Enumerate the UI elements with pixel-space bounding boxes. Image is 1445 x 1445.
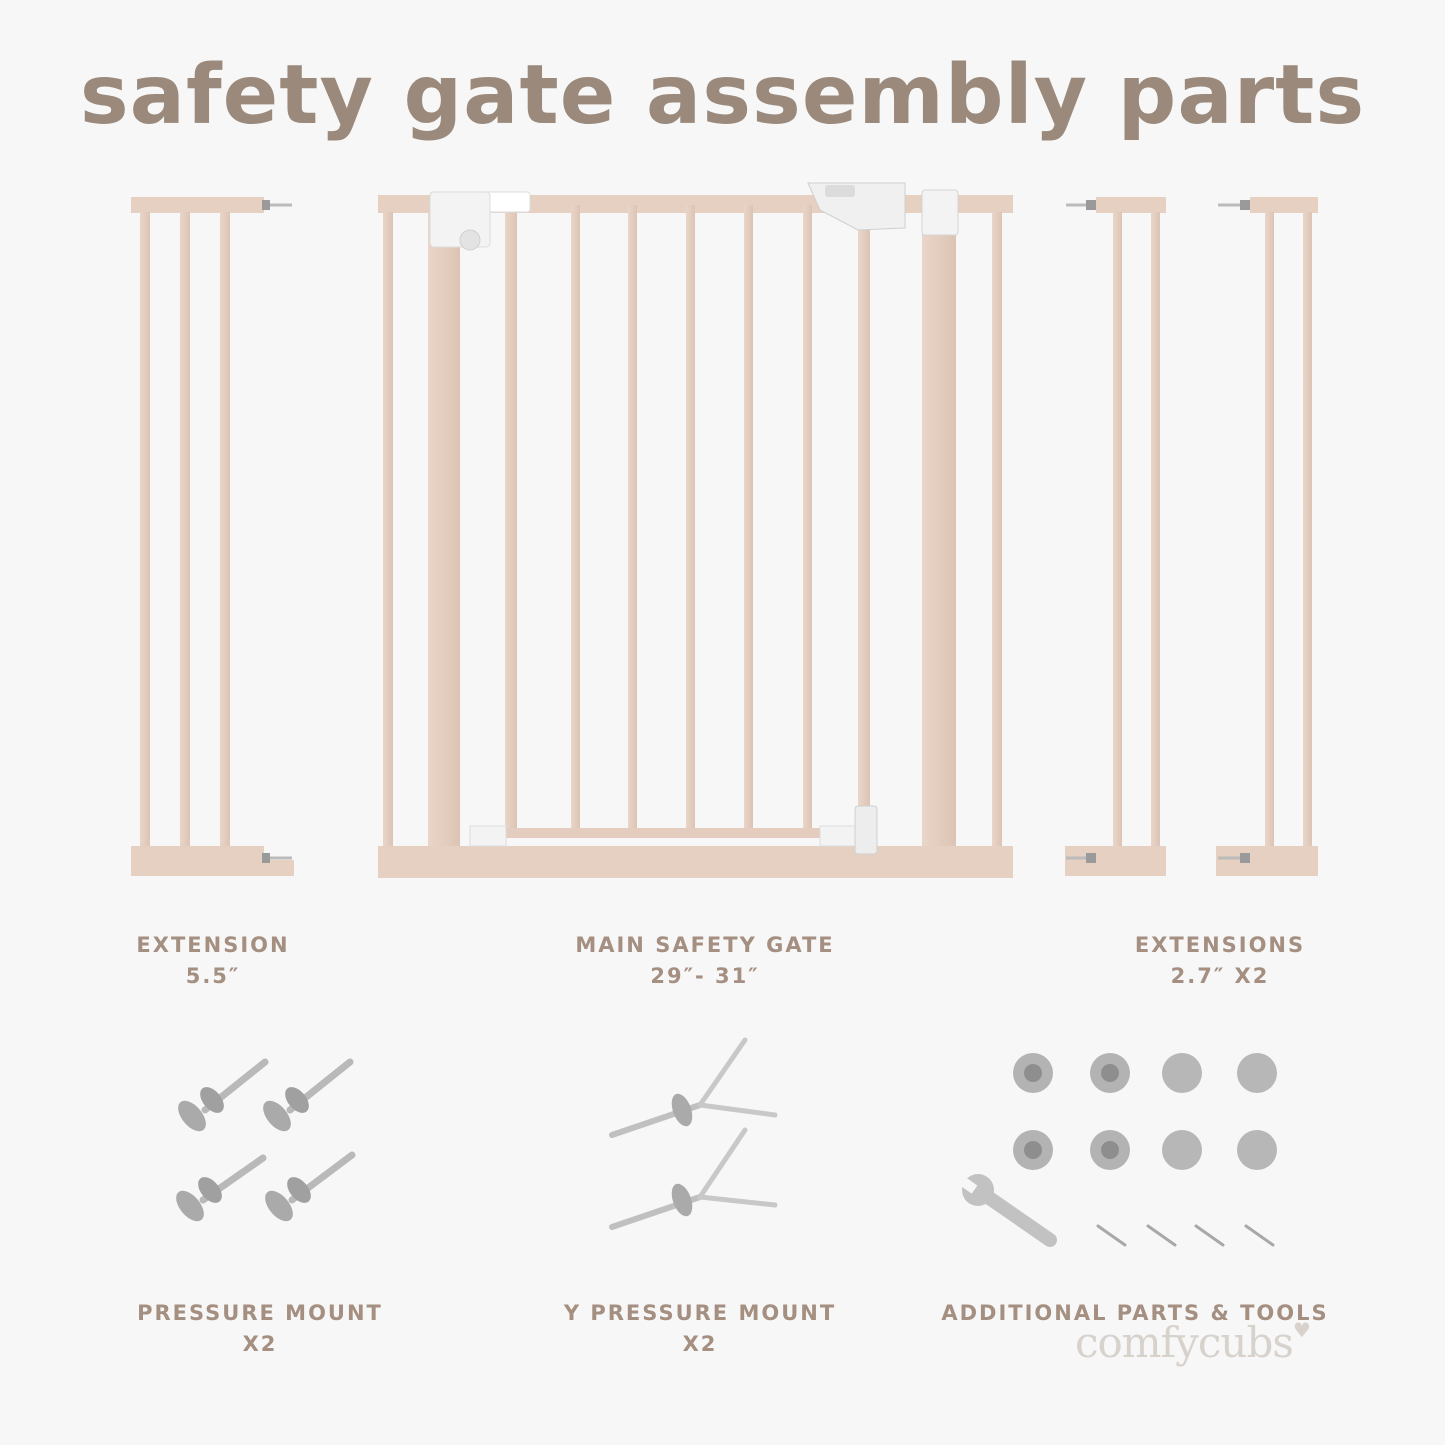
extension-2-7-panel-a: [1065, 197, 1166, 876]
pressure-mount-name: PRESSURE MOUNT: [137, 1301, 383, 1325]
extension-label: EXTENSION 5.5″: [108, 930, 318, 992]
y-pressure-mount-bolts: [609, 1037, 778, 1230]
page-title: safety gate assembly parts: [79, 48, 1366, 143]
extension-2-7-panel-b: [1216, 197, 1318, 876]
additional-parts-tools: [958, 1053, 1277, 1247]
extension-size: 5.5″: [185, 964, 241, 988]
pressure-mount-label: PRESSURE MOUNT X2: [115, 1298, 405, 1360]
main-gate-size: 29″- 31″: [650, 964, 760, 988]
y-pressure-mount-label: Y PRESSURE MOUNT X2: [545, 1298, 855, 1360]
main-gate-label: MAIN SAFETY GATE 29″- 31″: [540, 930, 870, 992]
brand-name: comfycubs: [1075, 1318, 1294, 1367]
main-safety-gate: [378, 182, 1013, 878]
extension-name: EXTENSION: [136, 933, 290, 957]
y-pressure-mount-name: Y PRESSURE MOUNT: [563, 1301, 837, 1325]
extension-5-5-panel: [131, 197, 294, 876]
extensions-size: 2.7″ X2: [1170, 964, 1270, 988]
pressure-mount-qty: X2: [242, 1332, 278, 1356]
pressure-mount-bolts: [176, 1058, 356, 1222]
wrench-icon: [958, 1174, 1057, 1247]
brand-logo: comfycubs♥: [1075, 1318, 1311, 1367]
extensions-label: EXTENSIONS 2.7″ X2: [1110, 930, 1330, 992]
extensions-name: EXTENSIONS: [1134, 933, 1306, 957]
main-gate-name: MAIN SAFETY GATE: [575, 933, 835, 957]
heart-icon: ♥: [1292, 1318, 1311, 1342]
additional-parts-name: ADDITIONAL PARTS & TOOLS: [941, 1301, 1329, 1325]
y-pressure-mount-qty: X2: [682, 1332, 718, 1356]
additional-parts-label: ADDITIONAL PARTS & TOOLS: [930, 1298, 1340, 1329]
